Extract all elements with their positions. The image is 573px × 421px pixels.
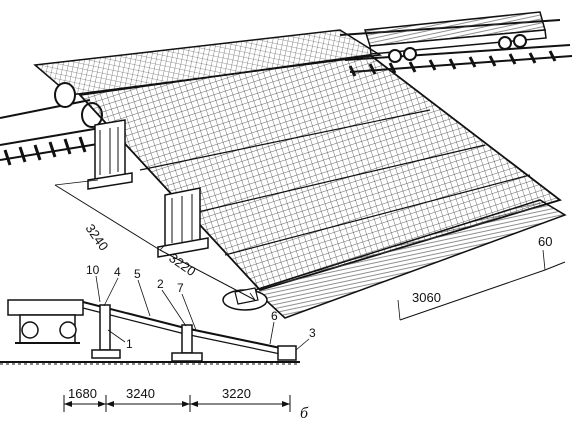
ramp-surface (78, 54, 562, 292)
dimension-60: 60 (538, 234, 552, 249)
support-pedestal-mid (157, 187, 209, 258)
wagon-side-view (7, 299, 84, 344)
callout-7: 7 (177, 281, 184, 295)
support-pedestal-rear (87, 119, 133, 190)
flatcar-wagon (364, 11, 547, 63)
side-elevation (0, 299, 300, 365)
support-post-2 (171, 324, 203, 362)
callout-4: 4 (114, 265, 121, 279)
dimension-1680: 1680 (68, 386, 97, 401)
bottom-dimension-line (63, 395, 291, 412)
dimension-3060: 3060 (412, 290, 441, 305)
callout-6: 6 (271, 309, 278, 323)
callout-leaders (95, 275, 310, 351)
top-dimension-lines (54, 179, 566, 321)
rail-track-left (0, 99, 111, 166)
callout-10: 10 (86, 263, 100, 277)
callout-5: 5 (134, 267, 141, 281)
callout-1: 1 (126, 337, 133, 351)
dimension-3240-top: 3240 (83, 221, 112, 253)
support-post-1 (91, 304, 121, 359)
dimension-3220-bottom: 3220 (222, 386, 251, 401)
callout-3: 3 (309, 326, 316, 340)
end-block-3 (277, 345, 297, 361)
callout-2: 2 (157, 277, 164, 291)
dimension-3240-bottom: 3240 (126, 386, 155, 401)
dimension-3220-top: 3220 (166, 250, 198, 279)
caption-letter: б (300, 405, 309, 421)
upper-deck (33, 29, 383, 128)
